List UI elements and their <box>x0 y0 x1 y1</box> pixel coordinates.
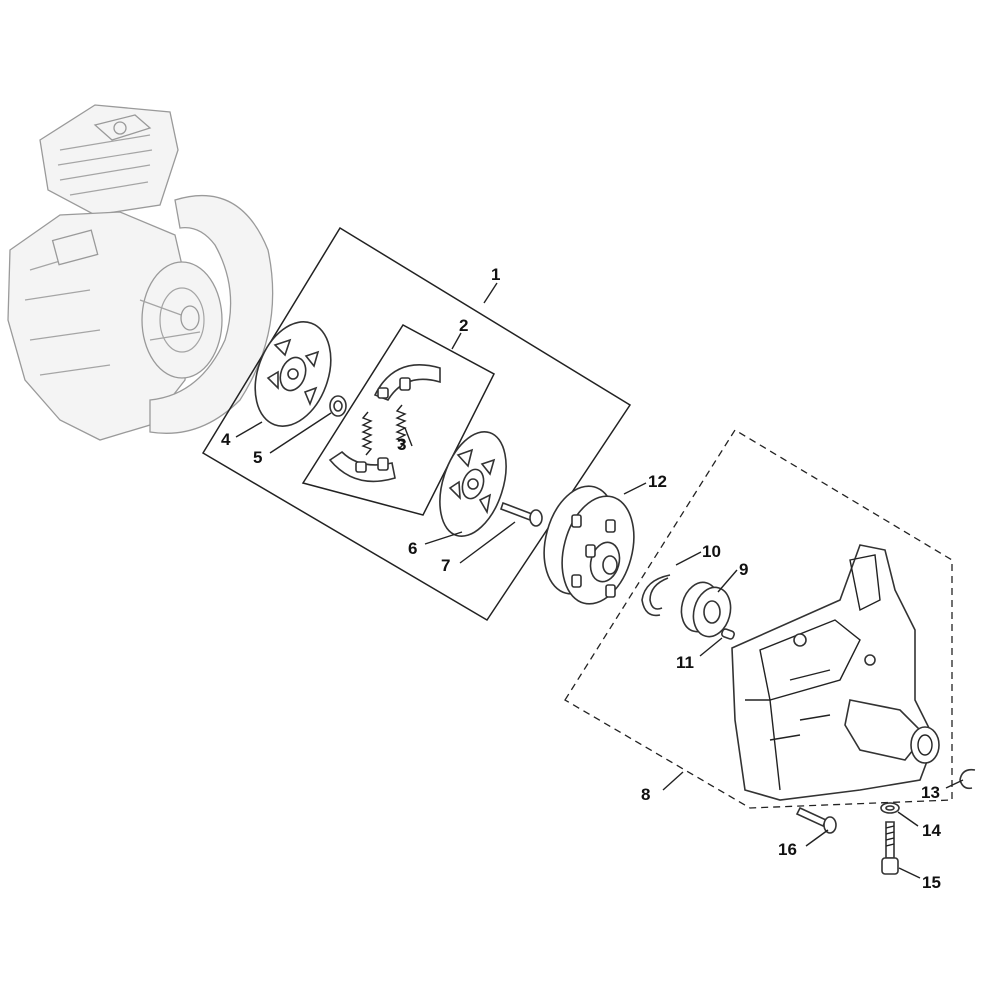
callout-6: 6 <box>408 539 417 558</box>
clutch-assembly-frame <box>201 226 632 622</box>
callout-13: 13 <box>921 783 940 802</box>
callout-11: 11 <box>676 653 694 672</box>
housing-assembly-frame <box>564 429 953 809</box>
callout-4: 4 <box>221 430 231 449</box>
snap-ring-part-13 <box>959 768 976 790</box>
bolt-part-15 <box>881 821 899 875</box>
callout-12: 12 <box>648 472 667 491</box>
gearbox-housing-part-8 <box>731 544 940 801</box>
callout-16: 16 <box>778 840 797 859</box>
callout-5: 5 <box>253 448 262 467</box>
washer-part-5-hole <box>333 400 343 412</box>
callout-1: 1 <box>491 265 500 284</box>
clutch-drum-part-12 <box>543 485 635 605</box>
leader-lines <box>235 282 964 879</box>
callout-14: 14 <box>922 821 941 840</box>
clutch-shoes-frame <box>301 324 495 516</box>
callout-8: 8 <box>641 785 650 804</box>
callout-15: 15 <box>922 873 941 892</box>
screw-part-16 <box>795 806 837 834</box>
callout-3: 3 <box>397 435 406 454</box>
washer-part-14-hole <box>885 805 895 811</box>
clutch-shoes-and-springs <box>328 364 441 483</box>
pin-part-11 <box>721 628 735 640</box>
screw-part-7 <box>499 501 543 527</box>
clutch-plate-rear <box>254 321 332 427</box>
callout-2: 2 <box>459 316 468 335</box>
engine-block-illustration <box>7 104 274 441</box>
bearing-part-9 <box>680 581 732 638</box>
clutch-plate-front <box>439 431 507 537</box>
callout-10: 10 <box>702 542 721 561</box>
callout-7: 7 <box>441 556 450 575</box>
callout-labels: 1 2 3 4 5 6 7 8 9 10 11 12 13 14 15 16 <box>221 265 941 892</box>
circlip-part-10 <box>641 574 671 617</box>
callout-9: 9 <box>739 560 748 579</box>
